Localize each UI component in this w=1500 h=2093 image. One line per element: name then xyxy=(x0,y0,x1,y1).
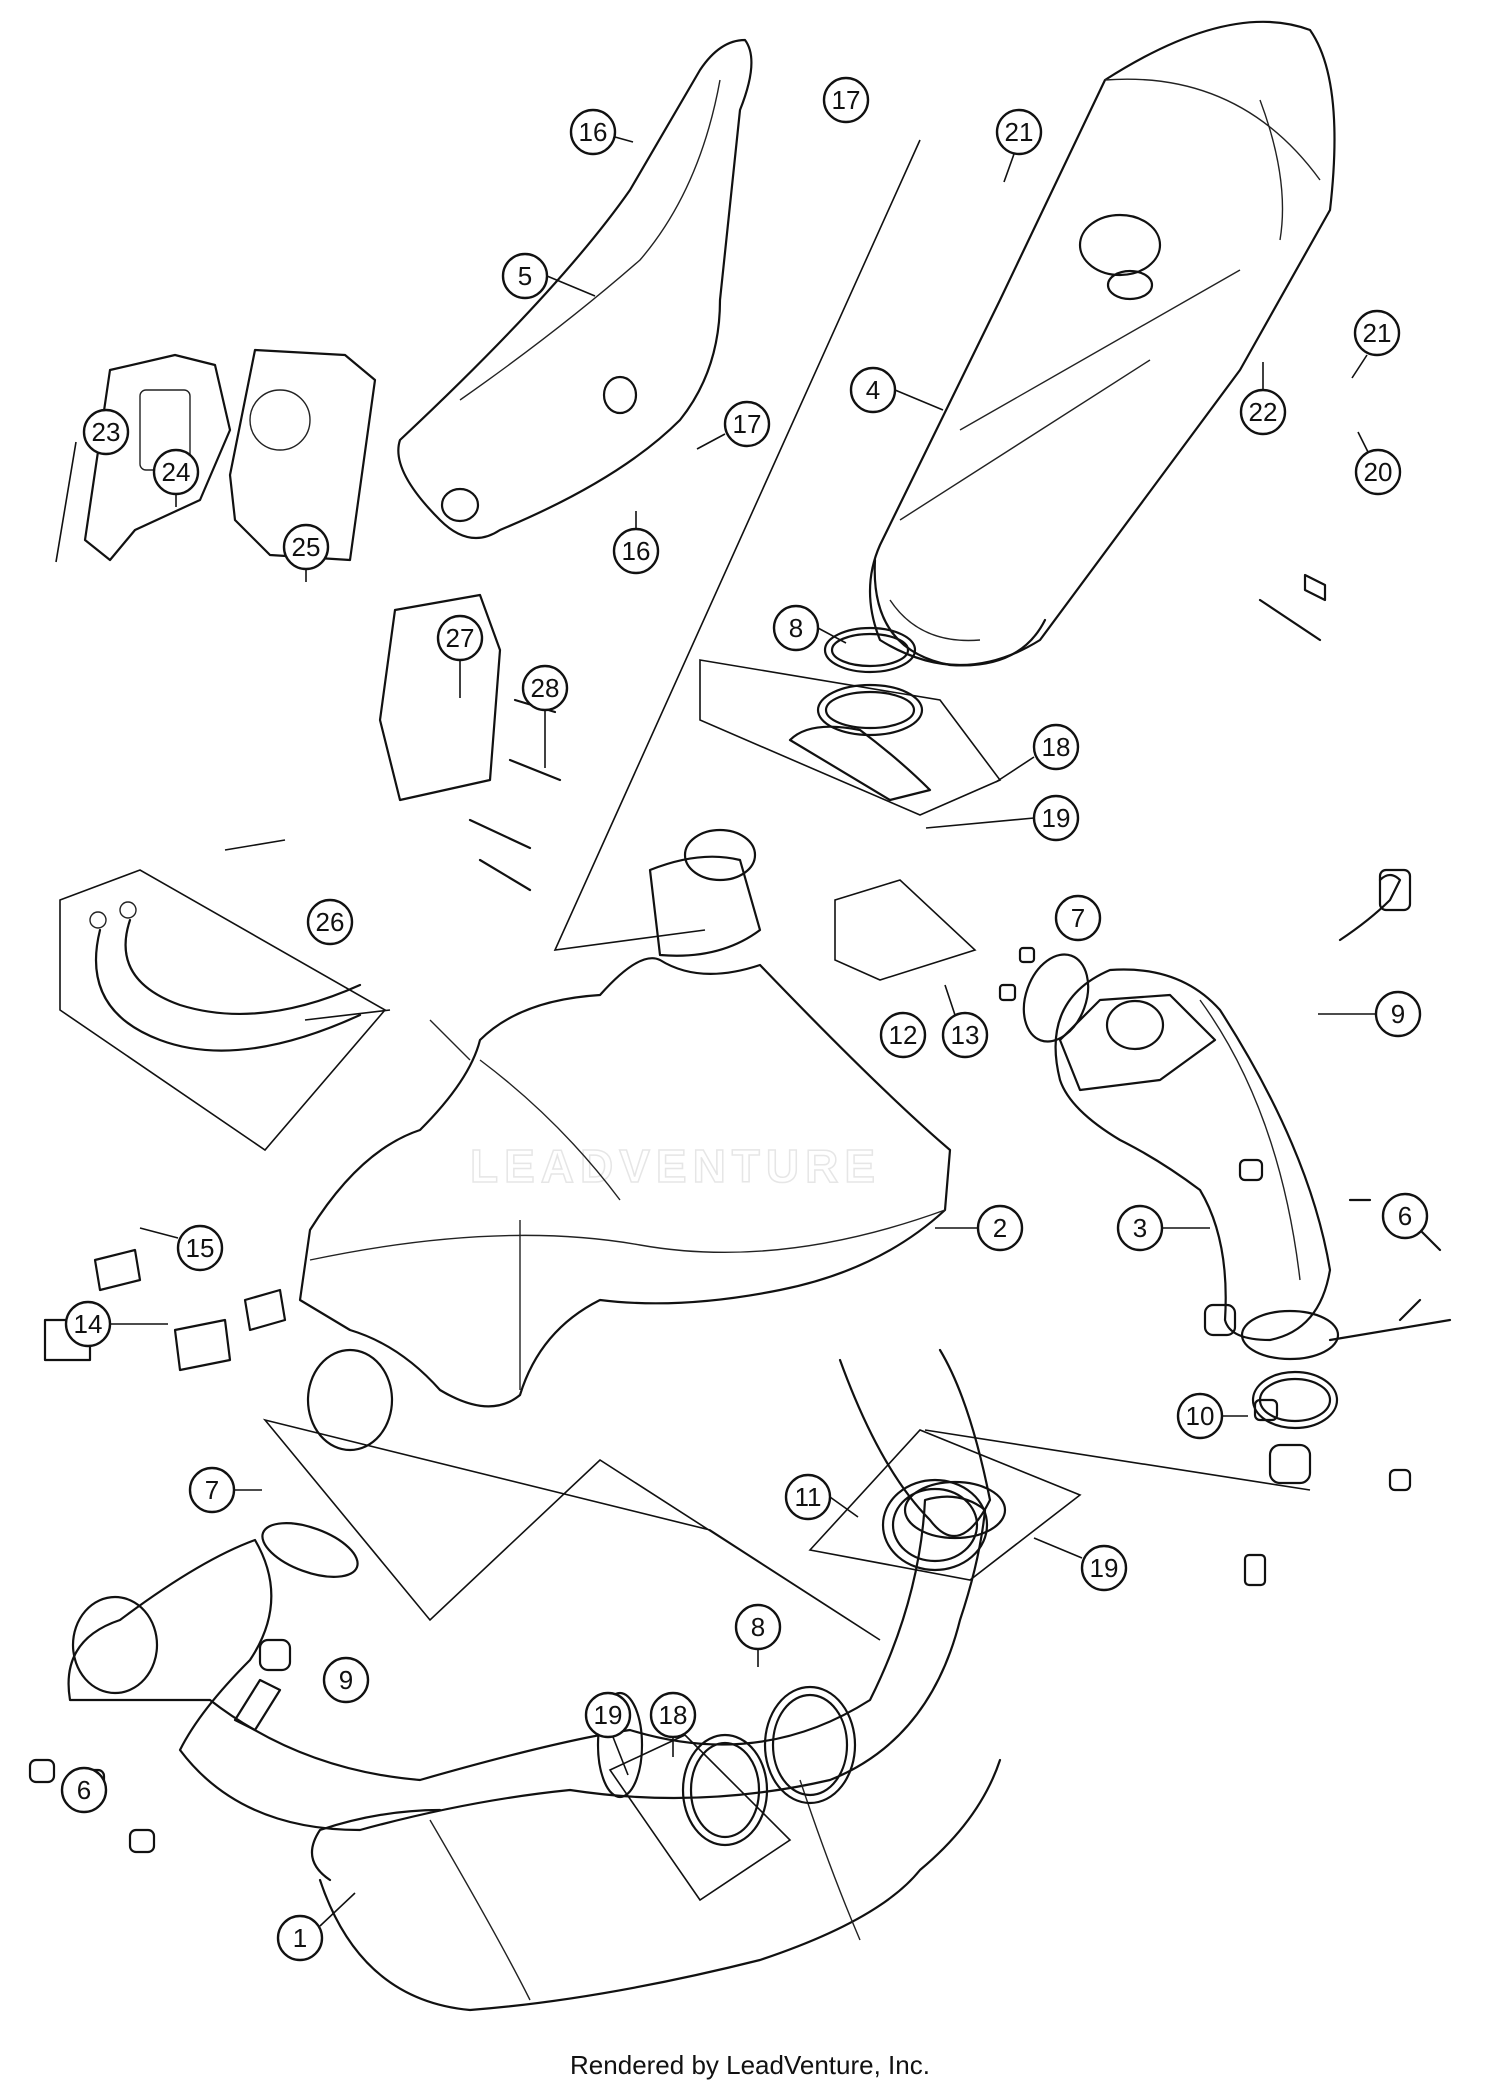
header-pipe-part-1 xyxy=(67,1480,1007,2012)
callout: 3 xyxy=(1116,1204,1210,1252)
callout: 17 xyxy=(696,400,771,450)
svg-text:17: 17 xyxy=(832,85,861,115)
callout: 16 xyxy=(612,511,660,575)
callout: 11 xyxy=(784,1473,859,1521)
callout: 18 xyxy=(995,723,1080,783)
callout: 8 xyxy=(772,604,847,652)
callout: 7 xyxy=(1054,894,1102,942)
svg-text:3: 3 xyxy=(1133,1213,1147,1243)
callout: 26 xyxy=(306,898,354,946)
svg-text:20: 20 xyxy=(1364,457,1393,487)
svg-text:19: 19 xyxy=(1090,1553,1119,1583)
svg-text:8: 8 xyxy=(751,1612,765,1642)
callout: 5 xyxy=(501,252,596,300)
callout: 7 xyxy=(188,1466,262,1514)
svg-text:18: 18 xyxy=(659,1700,688,1730)
header-pipe-part-3 xyxy=(1054,968,1340,1361)
footer-credit: Rendered by LeadVenture, Inc. xyxy=(570,2050,930,2080)
callout: 8 xyxy=(734,1603,782,1667)
svg-text:5: 5 xyxy=(518,261,532,291)
callout: 1 xyxy=(276,1892,356,1962)
silencer-box-part-2 xyxy=(298,828,952,1452)
callout: 19 xyxy=(925,794,1080,842)
callout: 19 xyxy=(584,1691,632,1776)
callout: 16 xyxy=(569,108,634,156)
cables-part-26 xyxy=(89,901,362,1052)
svg-text:17: 17 xyxy=(733,409,762,439)
svg-text:19: 19 xyxy=(1042,803,1071,833)
callout: 13 xyxy=(941,984,989,1059)
svg-text:21: 21 xyxy=(1363,318,1392,348)
svg-text:14: 14 xyxy=(74,1309,103,1339)
svg-text:6: 6 xyxy=(1398,1201,1412,1231)
svg-text:9: 9 xyxy=(339,1665,353,1695)
callout: 9 xyxy=(1318,990,1422,1038)
callout: 14 xyxy=(64,1300,168,1348)
svg-text:8: 8 xyxy=(789,613,803,643)
callout: 2 xyxy=(935,1204,1024,1252)
reference-lines xyxy=(59,139,1311,1902)
callout: 17 xyxy=(822,76,870,124)
heat-shield-part-5 xyxy=(397,38,753,540)
svg-text:19: 19 xyxy=(594,1700,623,1730)
callout: 22 xyxy=(1239,362,1287,436)
svg-text:27: 27 xyxy=(446,623,475,653)
svg-text:9: 9 xyxy=(1391,999,1405,1029)
svg-text:15: 15 xyxy=(186,1233,215,1263)
callout: 20 xyxy=(1354,431,1402,496)
callout: 15 xyxy=(139,1224,224,1272)
callout: 23 xyxy=(55,408,130,563)
svg-text:28: 28 xyxy=(531,673,560,703)
svg-text:12: 12 xyxy=(889,1020,918,1050)
callout: 10 xyxy=(1176,1392,1248,1440)
svg-text:2: 2 xyxy=(993,1213,1007,1243)
svg-text:6: 6 xyxy=(77,1775,91,1805)
svg-text:21: 21 xyxy=(1005,117,1034,147)
svg-text:1: 1 xyxy=(293,1923,307,1953)
callout: 27 xyxy=(436,614,484,698)
small-hardware xyxy=(28,573,1452,1854)
svg-text:7: 7 xyxy=(205,1475,219,1505)
svg-text:26: 26 xyxy=(316,907,345,937)
callout: 9 xyxy=(322,1656,370,1704)
svg-text:11: 11 xyxy=(795,1482,822,1512)
svg-text:18: 18 xyxy=(1042,732,1071,762)
callout: 12 xyxy=(879,1011,927,1059)
callout: 24 xyxy=(152,448,200,507)
svg-text:24: 24 xyxy=(162,457,191,487)
callout: 21 xyxy=(1351,309,1401,379)
callout: 4 xyxy=(849,366,944,414)
svg-text:13: 13 xyxy=(951,1020,980,1050)
callout: 6 xyxy=(1381,1192,1429,1240)
callout: 18 xyxy=(649,1691,697,1757)
svg-text:10: 10 xyxy=(1186,1401,1215,1431)
callout: 28 xyxy=(521,664,569,768)
gaskets-and-clamps xyxy=(261,626,1339,1847)
svg-text:16: 16 xyxy=(622,536,651,566)
callout: 6 xyxy=(60,1766,108,1814)
watermark: LEADVENTURE xyxy=(470,1140,881,1192)
svg-text:25: 25 xyxy=(292,532,321,562)
muffler-part-4 xyxy=(868,20,1336,667)
svg-text:16: 16 xyxy=(579,117,608,147)
callout: 19 xyxy=(1033,1537,1128,1592)
svg-text:22: 22 xyxy=(1249,397,1278,427)
callout: 25 xyxy=(282,523,330,582)
actuator-assembly-parts-23-28 xyxy=(83,348,562,892)
svg-text:7: 7 xyxy=(1071,903,1085,933)
svg-text:23: 23 xyxy=(92,417,121,447)
callout: 21 xyxy=(995,108,1043,183)
svg-text:4: 4 xyxy=(866,375,880,405)
